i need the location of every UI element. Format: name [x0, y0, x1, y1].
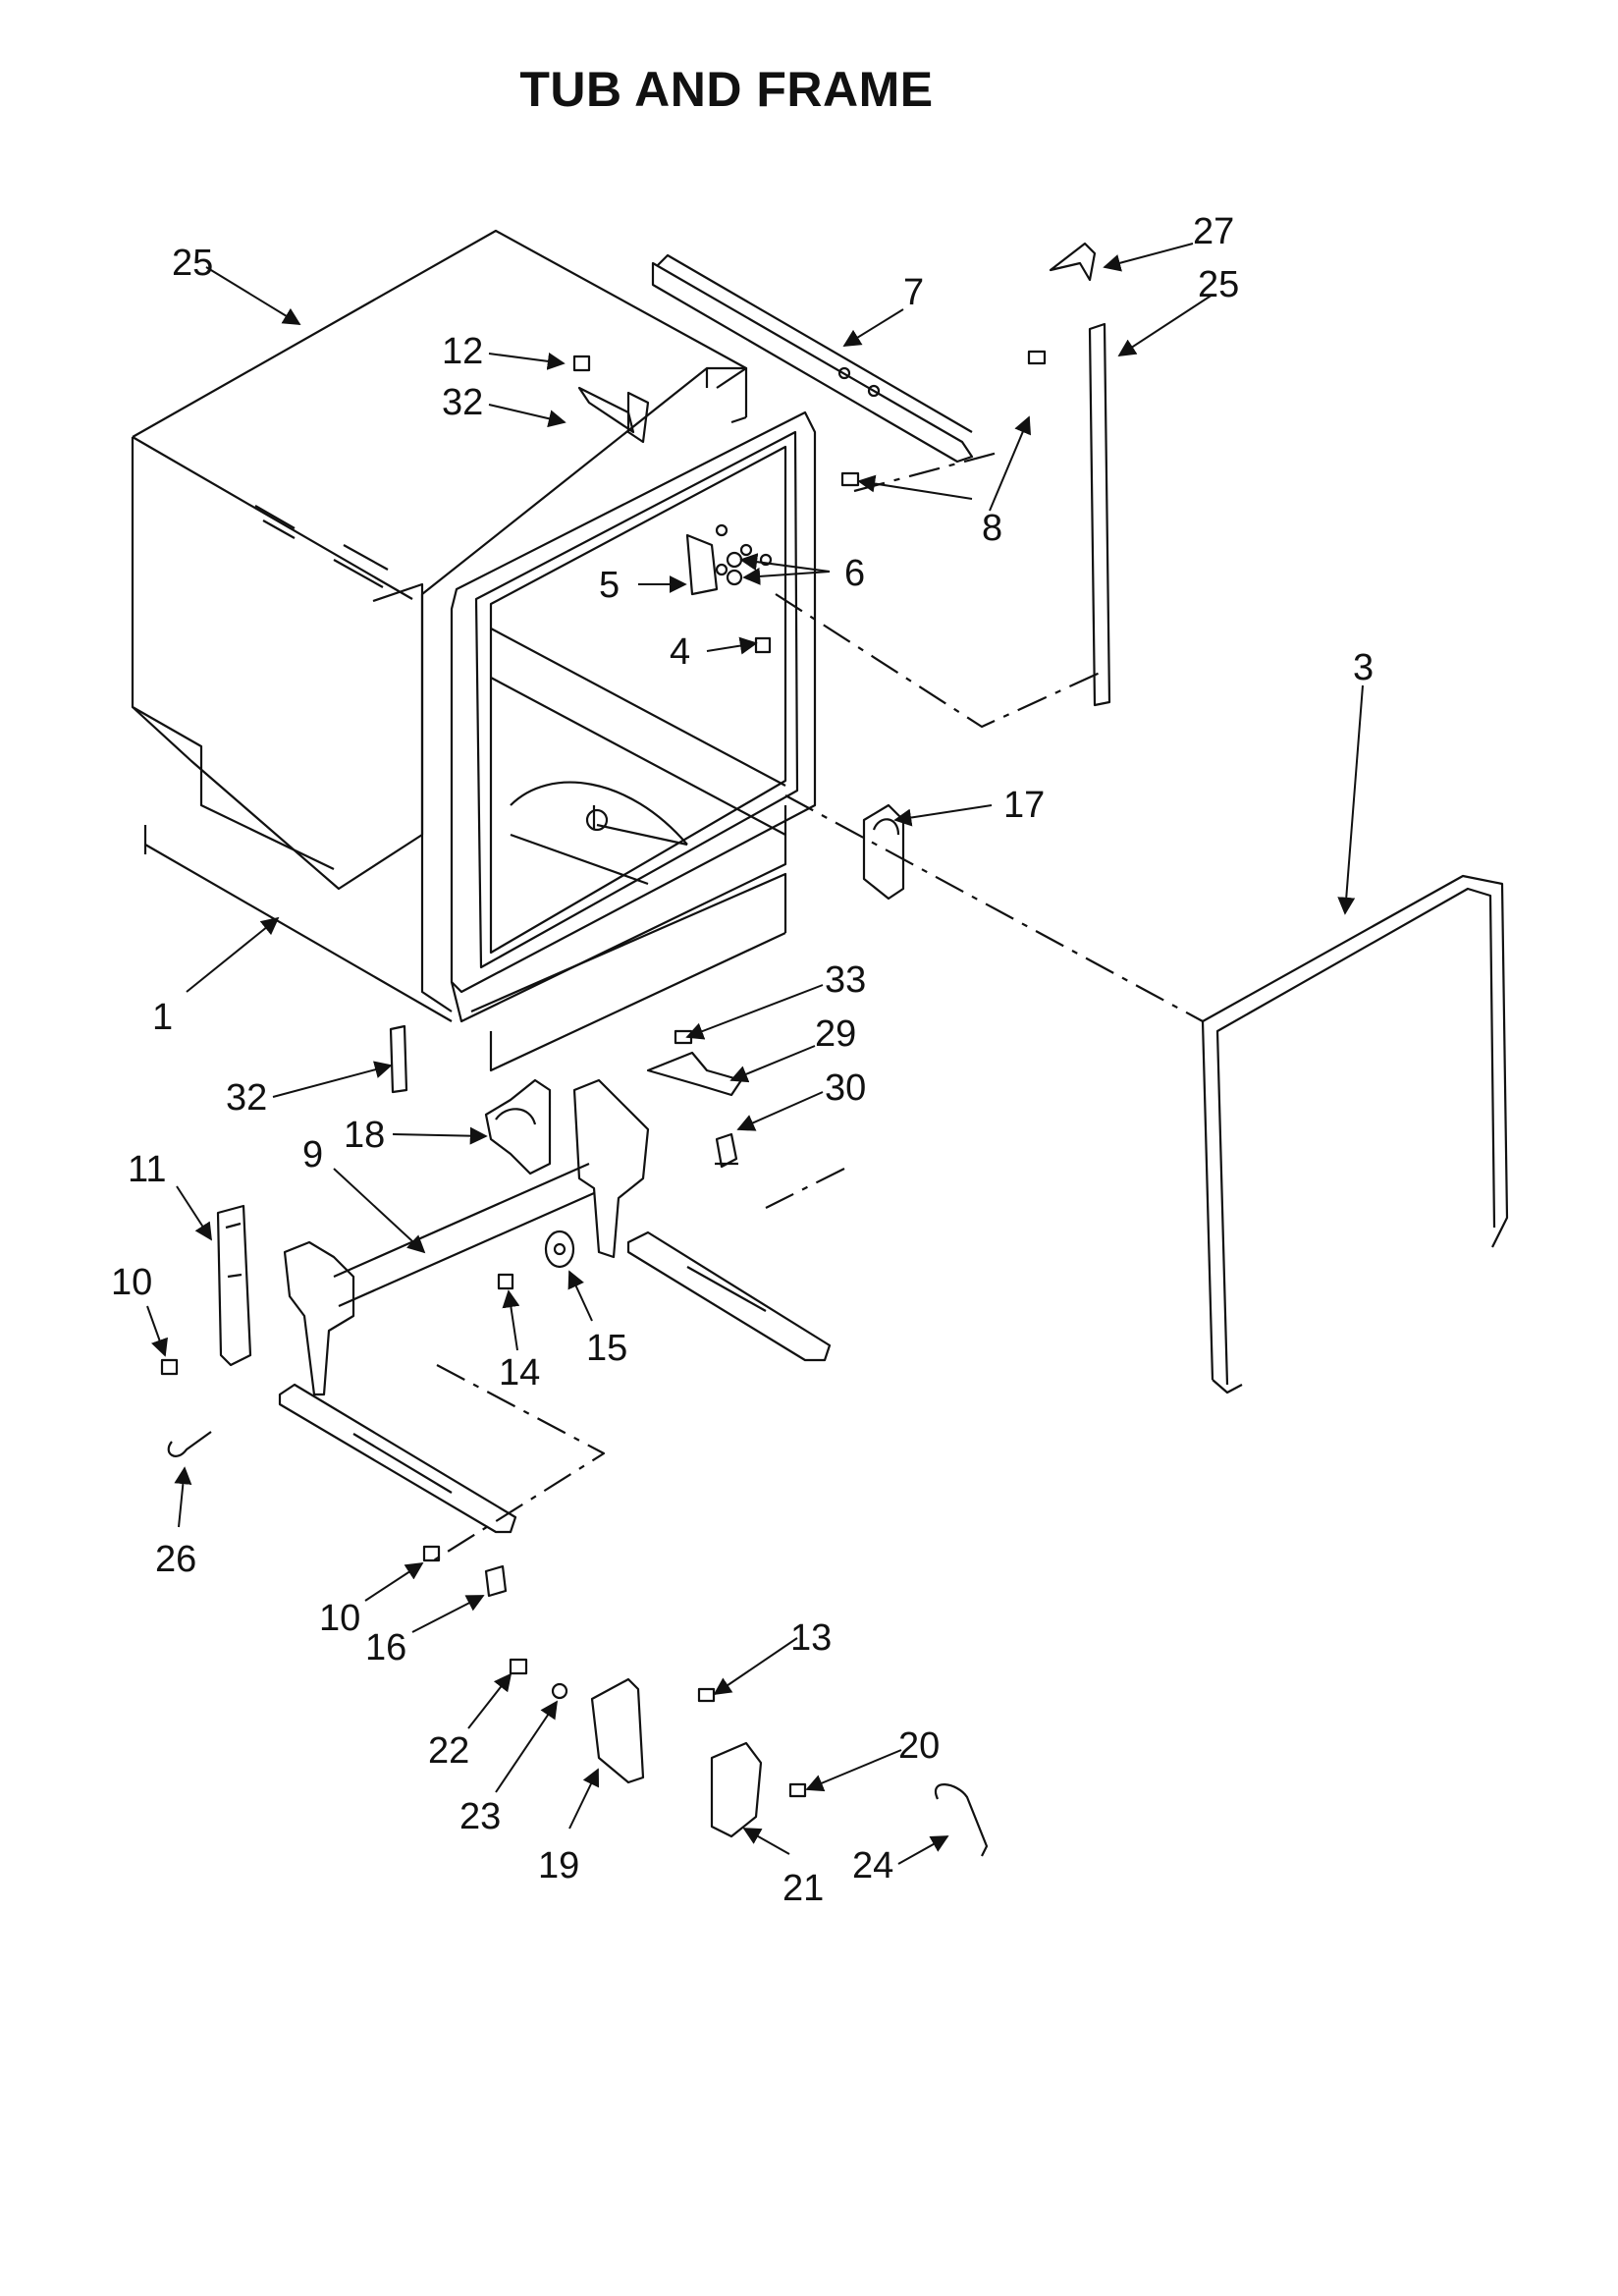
callout-7: 7	[903, 272, 924, 313]
callout-4: 4	[670, 631, 690, 673]
callout-labels: 25 12 32 7 27 25 8 5 6 4 3 17 1 33 29 30…	[111, 211, 1374, 1909]
callout-23: 23	[459, 1796, 501, 1837]
callout-8: 8	[982, 508, 1002, 549]
callout-32: 32	[226, 1077, 267, 1119]
callout-19: 19	[538, 1845, 579, 1886]
callout-15: 15	[586, 1328, 627, 1369]
callout-24: 24	[852, 1845, 893, 1886]
callout-26: 26	[155, 1539, 196, 1580]
part-17-hinge	[862, 803, 905, 901]
diagram-title: TUB AND FRAME	[519, 62, 934, 117]
callout-9: 9	[302, 1134, 323, 1175]
callout-11: 11	[128, 1149, 166, 1190]
callout-18: 18	[344, 1115, 385, 1156]
callout-29: 29	[815, 1013, 856, 1055]
callout-21: 21	[782, 1868, 824, 1909]
part-9-leg-frame	[278, 1078, 832, 1534]
callout-31: 32	[442, 382, 483, 423]
callout-28: 25	[172, 243, 213, 284]
part-25-side-strip	[1049, 242, 1111, 707]
part-11-side-bracket	[216, 1204, 252, 1367]
callout-10b: 10	[319, 1598, 360, 1639]
callout-5: 5	[599, 565, 620, 606]
callout-16: 16	[365, 1627, 406, 1668]
part-32-pad	[389, 1024, 408, 1094]
leader-arrows	[146, 243, 1364, 1865]
tub-front-frame	[420, 366, 817, 1072]
callout-33: 33	[825, 959, 866, 1001]
callout-17: 17	[1003, 785, 1045, 826]
part-29-clip	[646, 1051, 743, 1097]
tub-outer-shell	[131, 229, 748, 1022]
callout-12: 12	[442, 331, 483, 372]
callout-10a: 10	[111, 1262, 152, 1303]
callout-27: 27	[1193, 211, 1234, 252]
callout-14: 14	[499, 1352, 540, 1394]
callout-3: 3	[1353, 647, 1374, 688]
part-15-cam	[544, 1230, 575, 1269]
callout-6: 6	[844, 553, 865, 594]
callout-22: 22	[428, 1730, 469, 1772]
part-30-foot	[715, 1132, 738, 1169]
callout-1: 1	[152, 997, 173, 1038]
callout-13: 13	[790, 1617, 832, 1659]
callout-30: 30	[825, 1067, 866, 1109]
assembly-lines	[431, 450, 1204, 1562]
part-7-top-rail	[651, 253, 974, 464]
callout-25: 25	[1198, 264, 1239, 305]
callout-20: 20	[898, 1725, 940, 1767]
part-18-hinge	[484, 1078, 552, 1175]
part-3-door-gasket	[1201, 874, 1509, 1394]
